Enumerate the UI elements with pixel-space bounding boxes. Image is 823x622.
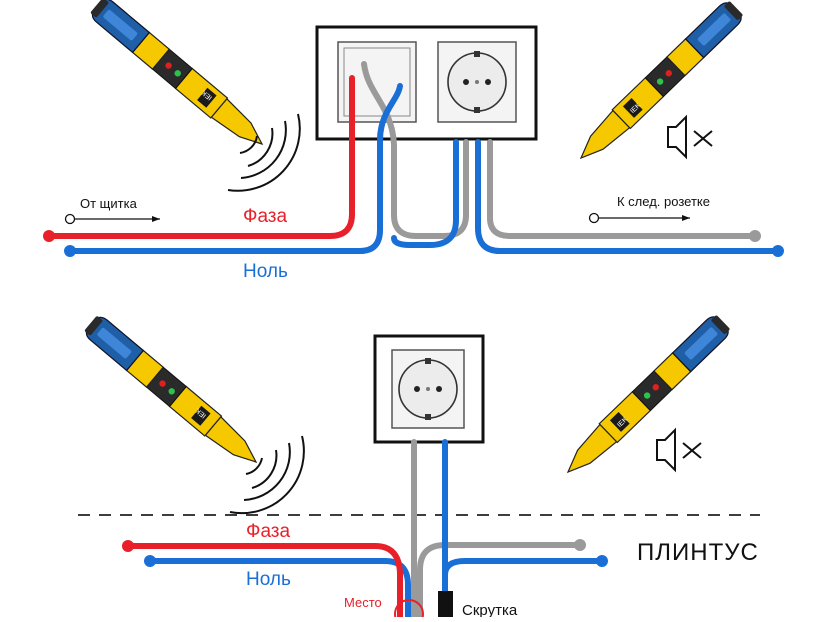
- from-panel-label: От щитка: [80, 196, 138, 211]
- socket-icon: [398, 357, 458, 421]
- break-place-marker: [394, 599, 424, 622]
- speaker-muted-icon: [656, 427, 702, 473]
- voltage-tester-icon: [87, 0, 271, 155]
- sound-waves-icon: [227, 113, 301, 192]
- twist-marker: [438, 591, 453, 617]
- speaker-muted-icon: [667, 114, 713, 160]
- phase-wire-top: [46, 75, 355, 239]
- neutral-wire-top: [67, 83, 403, 254]
- through-wire-top: [361, 61, 758, 239]
- socket-icon: [447, 50, 507, 114]
- voltage-tester-icon: [81, 312, 265, 473]
- sound-waves-icon: [229, 435, 305, 515]
- neutral-label-top: Ноль: [243, 261, 288, 282]
- phase-wire-bottom: [125, 543, 403, 620]
- voltage-tester-icon: [558, 312, 734, 482]
- neutral-label-bottom: Ноль: [246, 569, 291, 590]
- phase-label-top: Фаза: [243, 206, 288, 227]
- twist-label: Скрутка: [462, 602, 518, 617]
- voltage-tester-icon: [571, 0, 747, 168]
- phase-label-bottom: Фаза: [246, 521, 291, 542]
- plinth-label: ПЛИНТУС: [637, 539, 759, 566]
- break-place-label: Место: [344, 595, 382, 610]
- to-next-socket-label: К след. розетке: [617, 194, 710, 209]
